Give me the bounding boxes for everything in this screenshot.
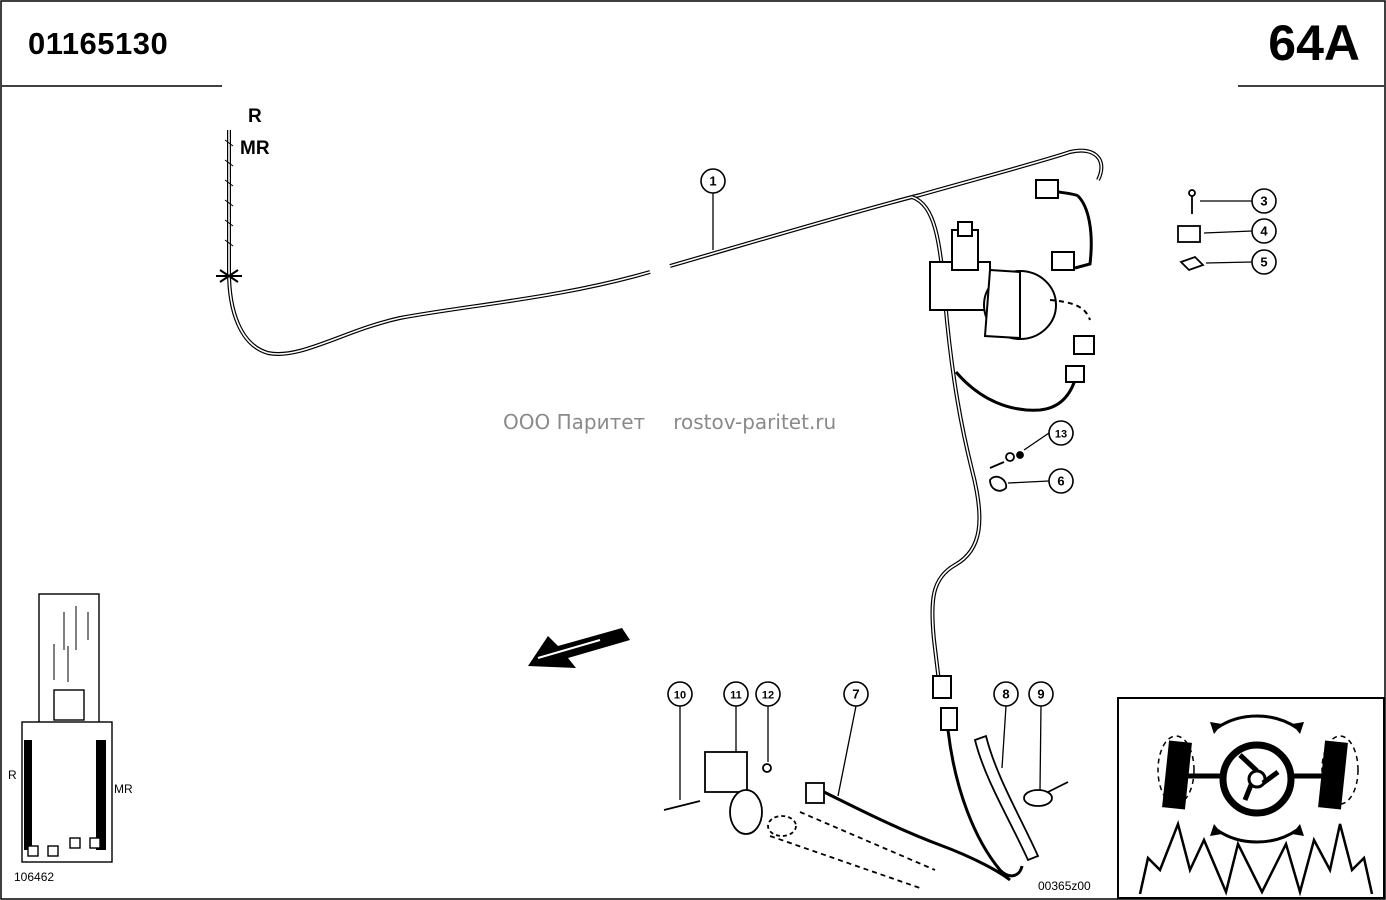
watermark-company: ООО Паритет [503,410,646,434]
pump-motor-assembly [929,179,1095,731]
hardware-parts [663,189,1205,889]
inset-location-map [21,593,113,863]
callout-number: 4 [1260,224,1268,239]
wiring-harness-main [216,130,1104,882]
callout-number: 3 [1260,194,1267,209]
callout-1: 1 [700,168,726,250]
callout-circle [723,681,749,707]
callout-9: 9 [1028,681,1054,791]
part-number: 01165130 [28,26,169,61]
watermark-site: rostov-paritet.ru [673,410,837,434]
callout-circle [1251,218,1277,244]
callout-circle [1048,420,1074,446]
cable-hatching [224,139,234,247]
callout-number: 5 [1260,255,1267,270]
callout-circle [700,168,726,194]
callout-leader [1007,480,1050,484]
callout-circle [1251,188,1277,214]
inset-label-mr: MR [114,782,133,796]
callout-circle [1251,249,1277,275]
callout-circle [993,681,1019,707]
callout-circle [1028,681,1054,707]
callout-11: 11 [723,681,749,752]
steering-inset [1117,697,1385,899]
callout-number: 1 [709,174,716,189]
callout-number: 13 [1055,429,1067,441]
inset-label-r: R [8,768,17,782]
callout-number: 8 [1002,687,1009,702]
watermark: ООО Паритет rostov-paritet.ru [503,410,836,434]
callout-circle [755,681,781,707]
callout-circle [667,681,693,707]
page-code: 64A [1268,15,1360,71]
callout-number: 12 [762,690,774,702]
callout-number: 11 [730,690,742,702]
direction-arrow-icon [528,628,630,668]
callout-circle [1048,468,1074,494]
callout-leader [1203,230,1253,234]
callout-12: 12 [755,681,781,762]
callout-leader [1023,432,1050,451]
callout-number: 10 [674,690,686,702]
callout-leader [1039,705,1042,791]
steering-wheel-icon [1138,714,1374,897]
callout-number: 7 [852,687,859,702]
callout-6: 6 [1007,468,1074,494]
callout-13: 13 [1023,420,1074,451]
inset-reference: 106462 [14,870,55,884]
label-r: R [248,106,262,127]
callout-leader [1205,261,1253,264]
callout-number: 6 [1057,474,1064,489]
callout-circle [843,681,869,707]
drawing-reference: 00365z00 [1038,879,1091,893]
callout-number: 9 [1037,687,1044,702]
callout-7: 7 [837,681,869,797]
callout-8: 8 [993,681,1019,769]
callout-3: 3 [1200,188,1277,214]
callout-5: 5 [1205,249,1277,275]
callout-leader [1001,705,1007,769]
label-mr: MR [240,138,270,159]
callout-10: 10 [667,681,693,800]
callout-leader [837,705,857,797]
callout-4: 4 [1203,218,1277,244]
